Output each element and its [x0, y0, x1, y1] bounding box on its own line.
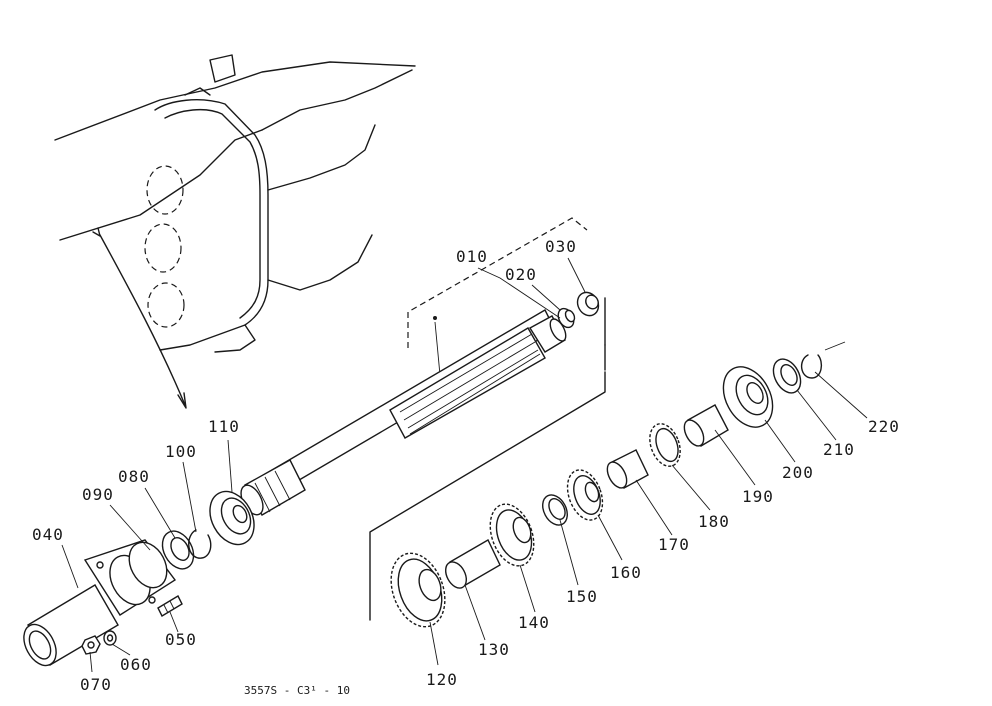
label-050: 050 — [165, 630, 197, 649]
label-110: 110 — [208, 417, 240, 436]
gear-120 — [390, 552, 446, 628]
transmission-housing — [54, 54, 416, 409]
label-090: 090 — [82, 485, 114, 504]
nut-070 — [81, 635, 101, 655]
label-070: 070 — [80, 675, 112, 694]
label-150: 150 — [566, 587, 598, 606]
label-190: 190 — [742, 487, 774, 506]
snap-ring-100 — [188, 529, 212, 559]
collar-190 — [683, 404, 729, 447]
bushing-020 — [557, 307, 576, 329]
collar-170 — [606, 449, 649, 489]
sleeve-housing-040 — [23, 539, 177, 667]
label-200: 200 — [782, 463, 814, 482]
label-040: 040 — [32, 525, 64, 544]
assembly-bracket-010 — [407, 217, 588, 348]
label-020: 020 — [505, 265, 537, 284]
label-120: 120 — [426, 670, 458, 689]
main-shaft — [240, 309, 567, 516]
drawing-reference: 3557S - C3¹ - 10 — [244, 684, 350, 697]
washer-150 — [542, 494, 568, 526]
label-060: 060 — [120, 655, 152, 674]
bearing-200 — [722, 366, 774, 428]
label-030: 030 — [545, 237, 577, 256]
snap-ring-220 — [801, 354, 823, 379]
washer-060 — [103, 630, 117, 646]
collar-030 — [576, 291, 600, 317]
label-010: 010 — [456, 247, 488, 266]
gear-160 — [566, 469, 604, 521]
collar-130 — [444, 539, 501, 589]
label-100: 100 — [165, 442, 197, 461]
label-170: 170 — [658, 535, 690, 554]
bearing-110 — [209, 490, 255, 546]
washer-210 — [772, 358, 802, 394]
label-210: 210 — [823, 440, 855, 459]
label-130: 130 — [478, 640, 510, 659]
o-ring-090 — [128, 541, 168, 589]
gear-180 — [649, 423, 681, 467]
label-180: 180 — [698, 512, 730, 531]
label-160: 160 — [610, 563, 642, 582]
label-140: 140 — [518, 613, 550, 632]
label-080: 080 — [118, 467, 150, 486]
label-220: 220 — [868, 417, 900, 436]
gear-140 — [489, 503, 535, 567]
leader-lines — [61, 257, 868, 673]
stud-050 — [157, 595, 183, 617]
oil-seal-080 — [161, 530, 195, 570]
